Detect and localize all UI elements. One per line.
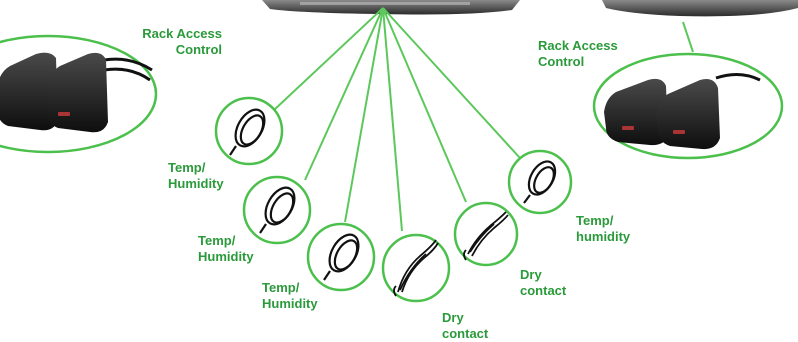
sensor-node-3 <box>306 222 376 292</box>
sensor-node-5 <box>453 201 519 267</box>
sensor-cable-icon <box>229 108 266 156</box>
sensor-node-2 <box>242 175 312 245</box>
right-appliance-icon <box>602 0 798 17</box>
sensor-4-label: Dry contact <box>442 310 489 341</box>
sensor-node-1 <box>214 96 284 166</box>
rack-access-left-node <box>0 34 158 154</box>
dry-contact-cable-icon <box>463 211 509 261</box>
rack-access-left-label: Rack Access Control <box>142 26 222 57</box>
connector-lines <box>273 7 694 232</box>
sensor-1-label: Temp/ Humidity <box>168 160 224 191</box>
sensor-2-label: Temp/ Humidity <box>198 233 254 264</box>
rack-access-right-node <box>592 52 784 160</box>
dry-contact-cable-icon <box>393 239 439 297</box>
sensor-cable-icon <box>523 160 557 204</box>
hub-appliance-icon <box>262 0 520 15</box>
sensor-3-label: Temp/ Humidity <box>262 280 318 311</box>
rack-access-right-label: Rack Access Control <box>538 38 618 69</box>
sensor-6-label: Temp/ humidity <box>576 213 631 244</box>
card-reader-icon <box>0 52 153 133</box>
sensor-cable-icon <box>323 233 360 281</box>
sensor-node-6 <box>507 149 573 215</box>
card-reader-icon <box>604 73 761 150</box>
sensor-cable-icon <box>259 186 296 234</box>
sensor-node-4 <box>381 233 451 303</box>
sensor-5-label: Dry contact <box>520 267 567 298</box>
